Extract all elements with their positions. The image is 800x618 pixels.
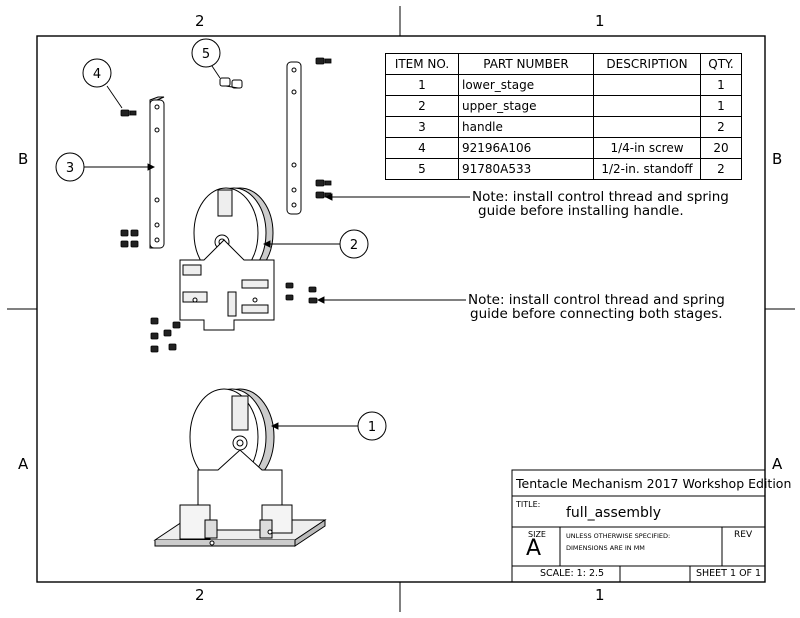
title-block-scale: SCALE: 1: 2.5 <box>540 568 605 579</box>
bom-header-row: ITEM NO. PART NUMBER DESCRIPTION QTY. <box>385 53 742 75</box>
install-note-handle: Note: install control thread and spring … <box>472 190 729 218</box>
zone-label-right-b: B <box>772 150 783 168</box>
zone-label-left-a: A <box>18 455 29 473</box>
lower-stage-part <box>153 388 327 547</box>
title-block-spec-line1: UNLESS OTHERWISE SPECIFIED: <box>566 532 671 540</box>
note-line: Note: install control thread and spring <box>468 292 725 308</box>
svg-text:3: 3 <box>66 161 74 176</box>
title-block-company: Tentacle Mechanism 2017 Workshop Edition <box>516 476 792 491</box>
svg-text:2: 2 <box>350 238 358 253</box>
title-block-size: A <box>526 536 542 561</box>
title-block-rev-label: REV <box>734 530 753 540</box>
balloon-1: 1 <box>357 411 387 441</box>
drawing-title: full_assembly <box>566 505 662 521</box>
title-block-spec-line2: DIMENSIONS ARE IN MM <box>566 544 645 552</box>
svg-text:5: 5 <box>202 47 210 62</box>
title-block-size-label: SIZE <box>528 530 546 539</box>
note-line: guide before connecting both stages. <box>470 306 723 322</box>
title-block-sheet: SHEET 1 OF 1 <box>696 568 762 579</box>
zone-label-bottom-2: 2 <box>195 586 205 604</box>
install-note-stages: Note: install control thread and spring … <box>468 293 725 321</box>
screw-group <box>120 57 332 353</box>
note-line: guide before installing handle. <box>478 203 684 219</box>
leader-lines <box>84 65 470 430</box>
svg-text:4: 4 <box>93 67 101 82</box>
handle-part-right <box>286 61 302 215</box>
bom-cell-part: 91780A533 <box>458 158 594 180</box>
bom-cell-part: 92196A106 <box>458 137 594 159</box>
zone-label-left-b: B <box>18 150 29 168</box>
standoff-group <box>219 77 243 89</box>
bom-cell-desc: 1/2-in. standoff <box>593 158 701 180</box>
balloon-3: 3 <box>55 152 85 182</box>
upper-stage-part <box>179 187 275 331</box>
balloon-4: 4 <box>82 58 112 88</box>
zone-label-right-a: A <box>772 455 783 473</box>
handle-part-left <box>149 96 165 249</box>
bom-cell-part: lower_stage <box>458 74 594 96</box>
bill-of-materials-table: ITEM NO. PART NUMBER DESCRIPTION QTY. 1 … <box>385 53 742 180</box>
svg-text:1: 1 <box>368 420 376 435</box>
zone-label-top-1: 1 <box>595 12 605 30</box>
bom-cell-qty: 2 <box>700 158 742 180</box>
bom-row: 5 91780A533 1/2-in. standoff 2 <box>385 158 742 180</box>
title-block-title-label: TITLE: <box>516 500 541 509</box>
bom-header-description: DESCRIPTION <box>593 53 701 75</box>
balloon-5: 5 <box>191 38 221 68</box>
bom-cell-part: handle <box>458 116 594 138</box>
title-block-frame <box>511 469 766 583</box>
zone-label-top-2: 2 <box>195 12 205 30</box>
bom-row: 3 handle 2 <box>385 116 742 138</box>
note-line: Note: install control thread and spring <box>472 189 729 205</box>
zone-label-bottom-1: 1 <box>595 586 605 604</box>
balloon-2: 2 <box>339 229 369 259</box>
